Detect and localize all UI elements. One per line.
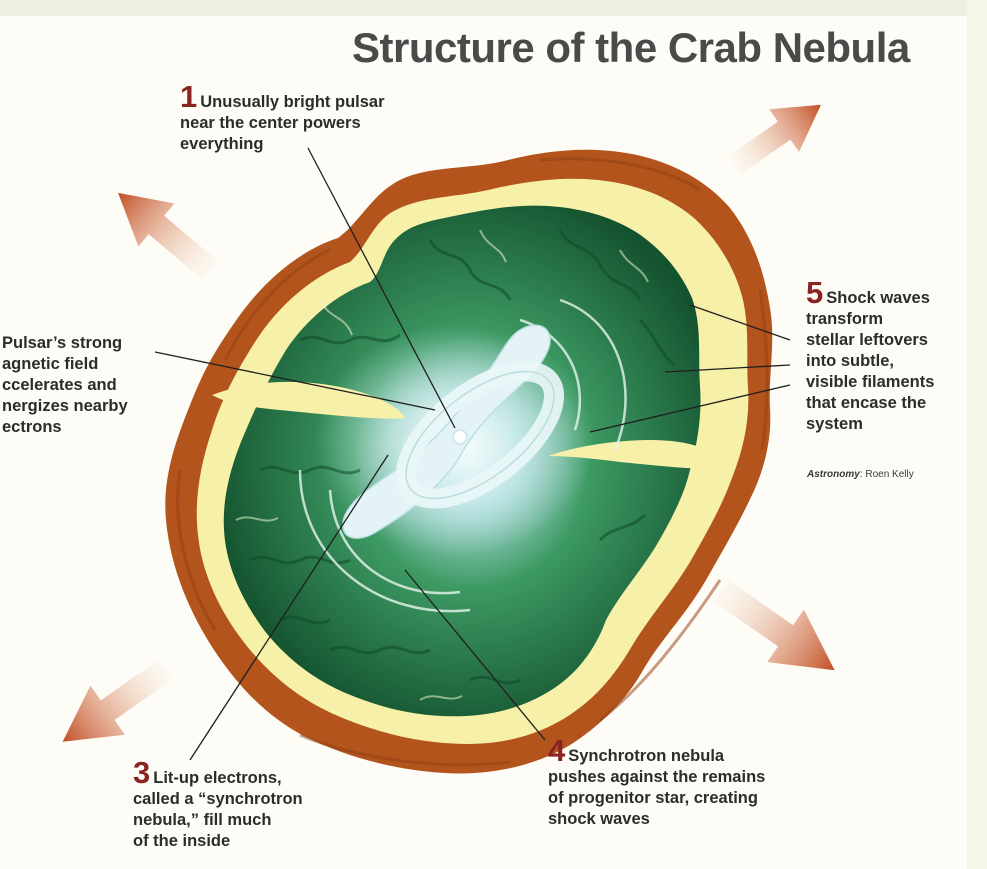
callout-2-line-2: agnetic field (2, 354, 128, 375)
callout-2-line-4: nergizes nearby (2, 396, 128, 417)
callout-number: 1 (180, 79, 197, 114)
callout-5-line-1: Shock waves (826, 289, 930, 307)
callout-number: 5 (806, 275, 823, 310)
diagram-title: Structure of the Crab Nebula (352, 24, 972, 72)
illustration-credit: Astronomy: Roen Kelly (807, 469, 914, 480)
callout-2-line-1: Pulsar’s strong (2, 333, 128, 354)
callout-5-line-2: transform (806, 309, 934, 330)
callout-5-line-6: that encase the (806, 393, 934, 414)
callout-5-line-4: into subtle, (806, 351, 934, 372)
callout-number: 4 (548, 733, 565, 768)
expansion-arrow-top-left (100, 171, 228, 291)
credit-artist: : Roen Kelly (860, 469, 914, 480)
callout-4-line-1: Synchrotron nebula (568, 747, 724, 765)
expansion-arrow-top-right (720, 83, 836, 186)
credit-publication: Astronomy (807, 469, 860, 480)
expansion-arrow-bottom-right (702, 564, 853, 697)
callout-4-line-3: of progenitor star, creating (548, 788, 765, 809)
callout-4-line-4: shock waves (548, 809, 765, 830)
callout-3-line-4: of the inside (133, 831, 303, 852)
callout-4-line-2: pushes against the remains (548, 767, 765, 788)
callout-2-line-5: ectrons (2, 417, 128, 438)
callout-2-line-3: ccelerates and (2, 375, 128, 396)
callout-5-line-5: visible filaments (806, 372, 934, 393)
expansion-arrow-bottom-left (45, 645, 182, 766)
pulsar (453, 430, 467, 444)
callout-1-line-1: Unusually bright pulsar (200, 93, 384, 111)
callout-1-line-2: near the center powers (180, 113, 385, 134)
callout-5-line-7: system (806, 414, 934, 435)
callout-3-line-2: called a “synchrotron (133, 789, 303, 810)
callout-3-line-3: nebula,” fill much (133, 810, 303, 831)
callout-3-line-1: Lit-up electrons, (153, 769, 281, 787)
callout-number: 3 (133, 755, 150, 790)
callout-1-line-3: everything (180, 134, 385, 155)
callout-5-line-3: stellar leftovers (806, 330, 934, 351)
callout-2: Pulsar’s strong agnetic field ccelerates… (2, 333, 128, 438)
